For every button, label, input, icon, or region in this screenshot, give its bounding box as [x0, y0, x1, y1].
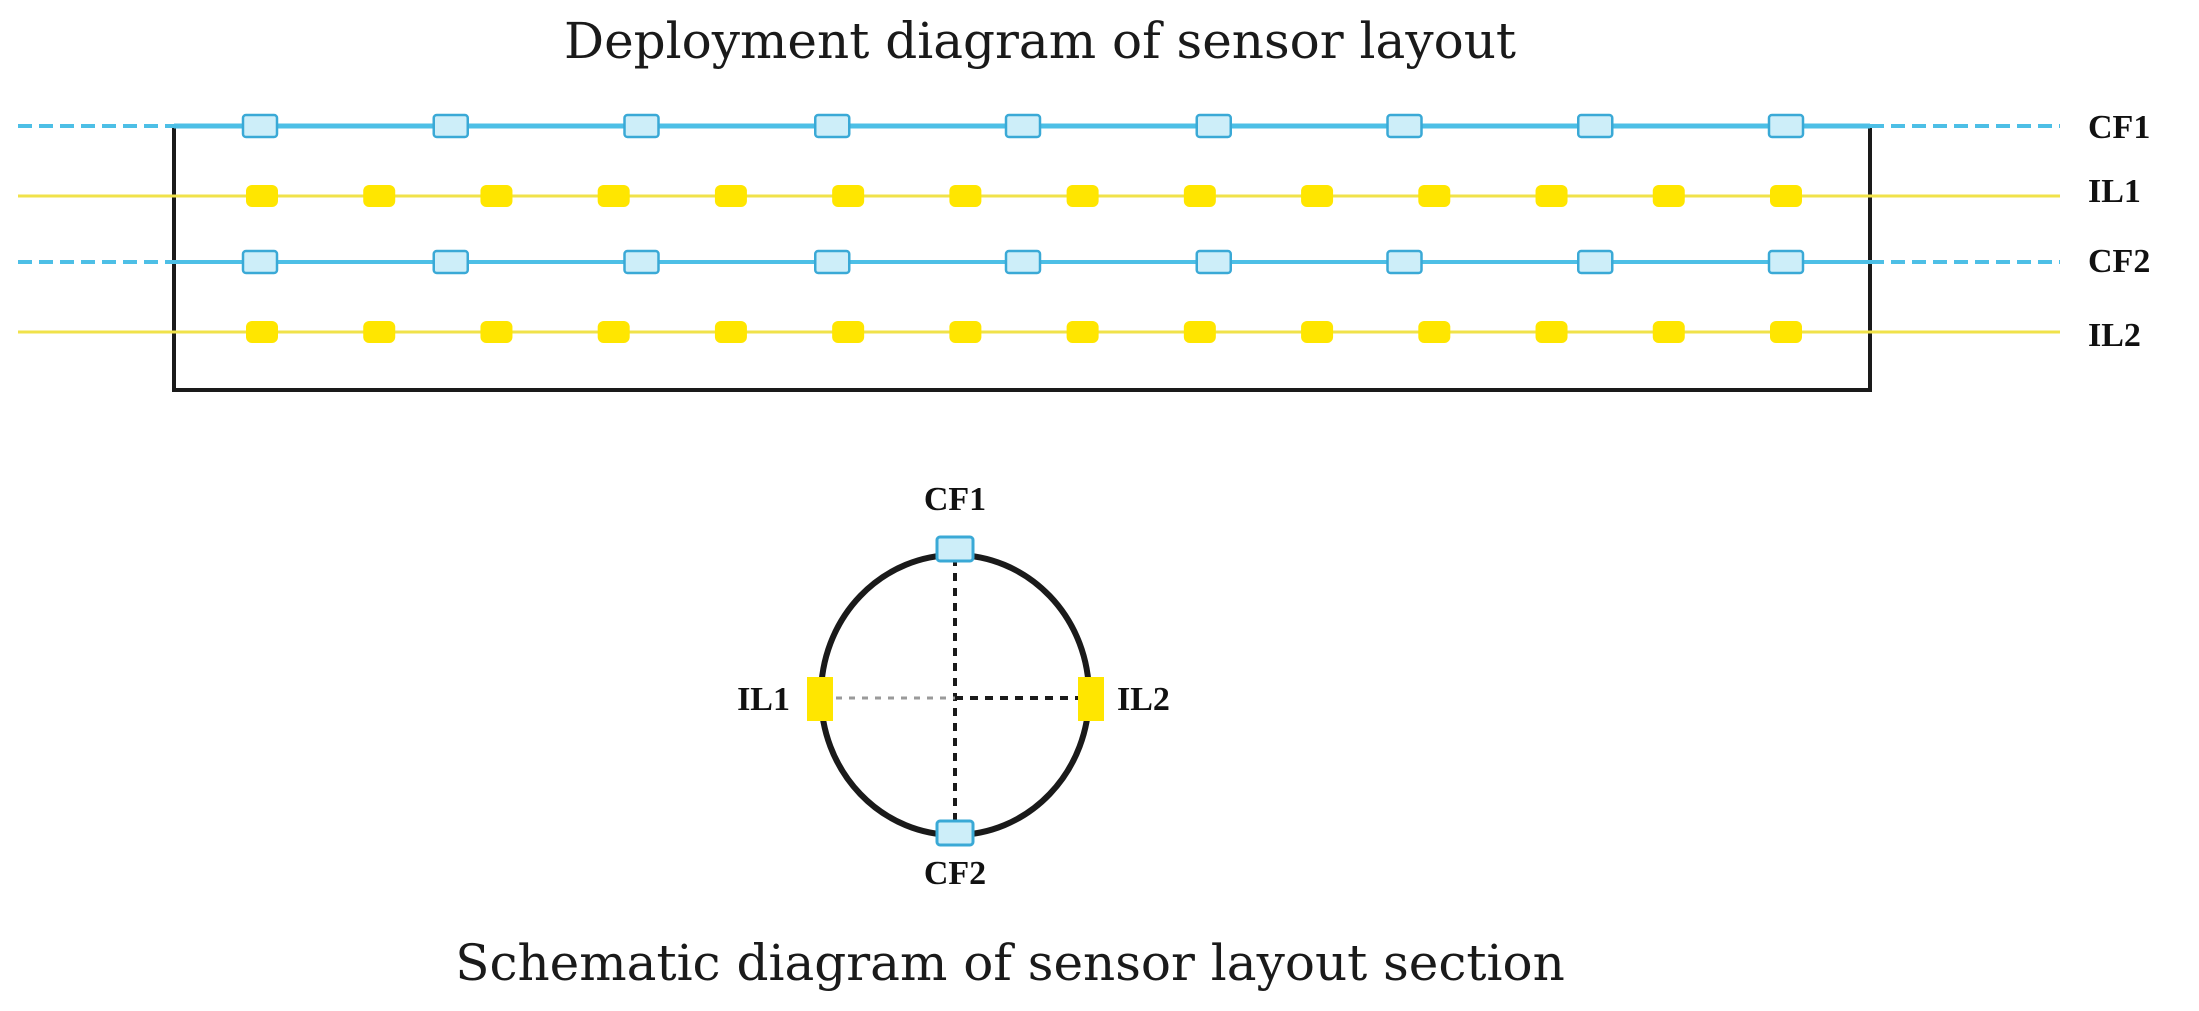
sensor-cf2-5: [1004, 249, 1042, 275]
sensor-cf2-4: [814, 249, 851, 275]
sensor-cf1-2: [432, 113, 469, 139]
section-sensor-cf2: [935, 819, 975, 847]
sensor-il1-11: [1418, 185, 1451, 207]
section-label-il1: IL1: [737, 681, 790, 718]
sensor-il1-4: [597, 185, 630, 207]
section-sensor-il1: [807, 677, 833, 721]
sensor-il1-8: [1066, 185, 1099, 207]
section-schematic: CF1 CF2 IL1 IL2: [737, 481, 1170, 892]
sensor-cf1-9: [1767, 113, 1805, 139]
sensor-il1-6: [832, 185, 865, 207]
sensor-il2-3: [480, 321, 513, 343]
sensor-cf2-3: [623, 249, 660, 275]
sensor-il2-4: [597, 321, 630, 343]
section-sensor-il2: [1078, 677, 1104, 721]
sensor-il1-9: [1183, 185, 1216, 207]
sensor-cf2-6: [1195, 249, 1232, 275]
sensor-cf1-5: [1004, 113, 1042, 139]
sensor-il2-5: [714, 321, 747, 343]
sensor-il1-1: [246, 185, 278, 207]
sensor-il2-11: [1418, 321, 1451, 343]
sensor-il1-13: [1652, 185, 1685, 207]
sensor-cf1-7: [1386, 113, 1423, 139]
sensor-cf2-7: [1386, 249, 1423, 275]
sensor-il1-14: [1770, 185, 1802, 207]
section-sensor-cf1: [935, 535, 975, 563]
section-label-cf2: CF2: [924, 855, 986, 892]
sensor-il2-13: [1652, 321, 1685, 343]
sensor-cf1-6: [1195, 113, 1232, 139]
sensor-il1-10: [1301, 185, 1334, 207]
line-label-il2: IL2: [2088, 317, 2141, 354]
section-label-il2: IL2: [1117, 681, 1170, 718]
sensor-cf1-4: [814, 113, 851, 139]
sensor-il1-5: [714, 185, 747, 207]
sensor-il1-2: [363, 185, 396, 207]
sensor-il2-9: [1183, 321, 1216, 343]
sensor-il2-8: [1066, 321, 1099, 343]
sensor-cf2-2: [432, 249, 469, 275]
section-label-cf1: CF1: [924, 481, 986, 518]
sensor-il2-12: [1535, 321, 1568, 343]
sensor-il2-14: [1770, 321, 1802, 343]
sensor-il1-7: [949, 185, 982, 207]
sensor-cf1-1: [241, 113, 279, 139]
sensor-cf1-8: [1577, 113, 1614, 139]
section-diagram-title: Schematic diagram of sensor layout secti…: [455, 934, 1565, 992]
line-label-cf1: CF1: [2088, 109, 2150, 146]
sensor-il2-1: [246, 321, 278, 343]
line-label-cf2: CF2: [2088, 243, 2150, 280]
sensor-il2-6: [832, 321, 865, 343]
line-label-il1: IL1: [2088, 173, 2141, 210]
sensor-cf2-8: [1577, 249, 1614, 275]
sensor-il1-12: [1535, 185, 1568, 207]
sensor-lines: [18, 113, 2060, 343]
sensor-il2-7: [949, 321, 982, 343]
sensor-cf2-1: [241, 249, 279, 275]
sensor-cf1-3: [623, 113, 660, 139]
sensor-cf2-9: [1767, 249, 1805, 275]
sensor-il2-2: [363, 321, 396, 343]
sensor-il1-3: [480, 185, 513, 207]
deployment-diagram-title: Deployment diagram of sensor layout: [564, 12, 1516, 70]
sensor-il2-10: [1301, 321, 1334, 343]
